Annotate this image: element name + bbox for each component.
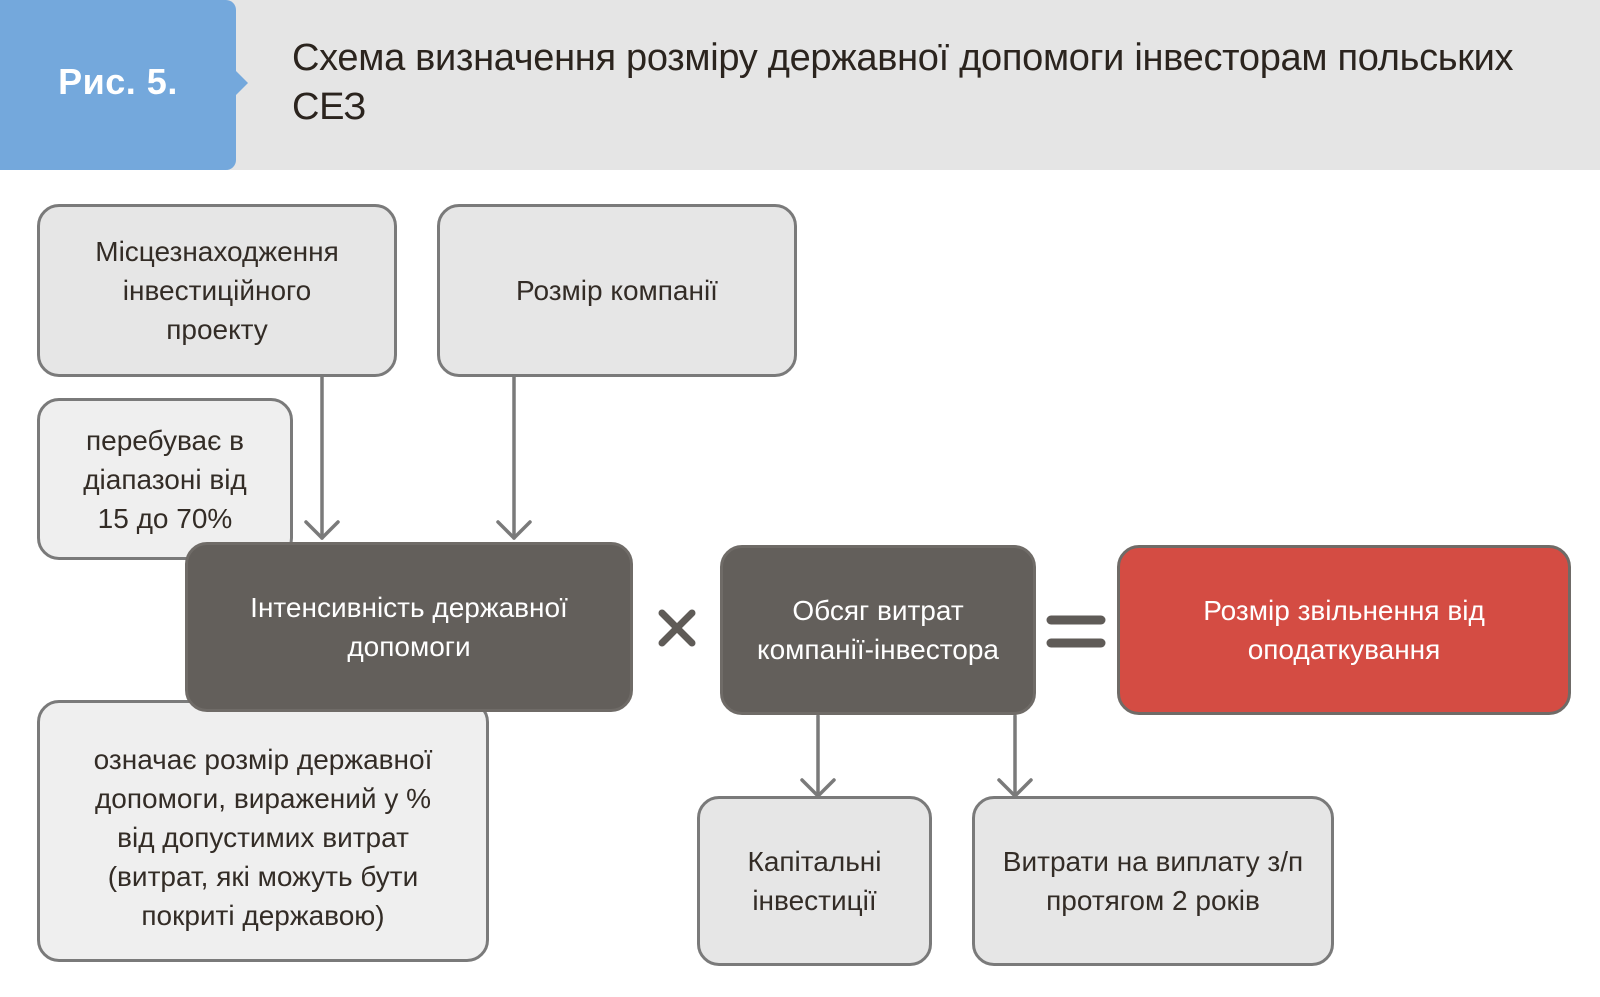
location-label: Місцезнаходження інвестиційного проекту [95, 236, 339, 345]
range-note-label: перебуває в діапазоні від 15 до 70% [83, 424, 247, 534]
arrow-size-to-intensity [496, 373, 532, 540]
range-note-box: перебуває в діапазоні від 15 до 70% [37, 398, 293, 560]
intensity-definition-box: означає розмір державної допомоги, вираж… [37, 700, 489, 962]
figure-title: Схема визначення розміру державної допом… [292, 37, 1514, 128]
investor-expenses-label: Обсяг витрат компанії-інвестора [757, 595, 999, 665]
capital-investment-label: Капітальні інвестиції [747, 846, 882, 916]
payroll-costs-label: Витрати на виплату з/п протягом 2 років [1002, 846, 1304, 916]
aid-intensity-box: Інтенсивність державної допомоги [185, 542, 633, 712]
location-box: Місцезнаходження інвестиційного проекту [37, 204, 397, 377]
figure-label-badge: Рис. 5. [0, 0, 248, 170]
multiply-icon [658, 609, 696, 647]
investor-expenses-box: Обсяг витрат компанії-інвестора [720, 545, 1036, 715]
figure-header [0, 0, 1600, 170]
arrow-location-to-intensity [304, 373, 340, 540]
payroll-costs-box: Витрати на виплату з/п протягом 2 років [972, 796, 1334, 966]
arrow-expenses-to-payroll [997, 714, 1033, 798]
company-size-label: Розмір компанії [516, 275, 718, 306]
equals-icon [1046, 615, 1106, 648]
arrow-expenses-to-capital [800, 714, 836, 798]
aid-intensity-label: Інтенсивність державної допомоги [250, 592, 568, 662]
company-size-box: Розмір компанії [437, 204, 797, 377]
capital-investment-box: Капітальні інвестиції [697, 796, 932, 966]
tax-exemption-label: Розмір звільнення від оподаткування [1203, 595, 1485, 665]
tax-exemption-box: Розмір звільнення від оподаткування [1117, 545, 1571, 715]
figure-label: Рис. 5. [58, 61, 178, 102]
intensity-definition-label: означає розмір державної допомоги, вираж… [93, 743, 433, 931]
